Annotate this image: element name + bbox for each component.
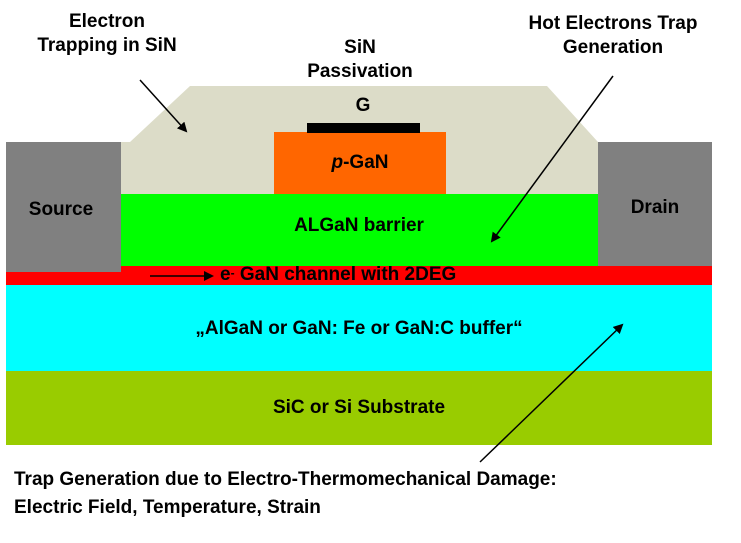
electron-trapping-annotation: Electron Trapping in SiN [12,10,202,58]
gate-metal [307,123,420,133]
channel-electron-sup: - [230,266,235,280]
hot-electrons-annotation: Hot Electrons Trap Generation [498,12,728,60]
sin-passivation-annotation: SiN Passivation [285,36,435,84]
trap-generation-line1: Trap Generation due to Electro-Thermomec… [14,469,557,490]
pgan-rest: -GaN [343,152,389,173]
buffer-label: „AlGaN or GaN: Fe or GaN:C buffer“ [195,318,523,339]
electron-trapping-arrow [139,79,188,133]
sin-passivation-line2: Passivation [307,61,413,82]
drain-contact [598,142,712,266]
barrier-label: ALGaN barrier [294,215,424,236]
source-label: Source [28,199,94,220]
hot-electrons-line1: Hot Electrons Trap [528,13,698,34]
algan-barrier-layer [118,194,600,266]
pgan-italic-p: p [331,152,344,173]
hot-electrons-line2: Generation [562,37,664,58]
drain-label: Drain [630,197,680,218]
gate-label: G [355,95,371,116]
source-contact [6,142,121,272]
gan-channel-layer [6,266,712,285]
channel-text: GaN channel with 2DEG [234,264,457,285]
pgan-block [274,132,446,194]
buffer-layer [6,285,712,371]
electron-trapping-line2: Trapping in SiN [37,35,177,56]
trap-generation-line2: Electric Field, Temperature, Strain [14,497,321,518]
electron-trapping-line1: Electron [68,11,146,32]
channel-electron: e [220,264,231,285]
pgan-label: p-GaN [274,132,446,194]
channel-label: e- GaN channel with 2DEG [210,264,580,286]
hot-electrons-arrow [490,75,614,243]
trap-generation-arrow [479,323,624,463]
substrate-layer [6,371,712,445]
trap-generation-annotation: Trap Generation due to Electro-Thermomec… [14,466,738,522]
substrate-label: SiC or Si Substrate [272,397,446,418]
sin-passivation-line1: SiN [344,37,376,58]
